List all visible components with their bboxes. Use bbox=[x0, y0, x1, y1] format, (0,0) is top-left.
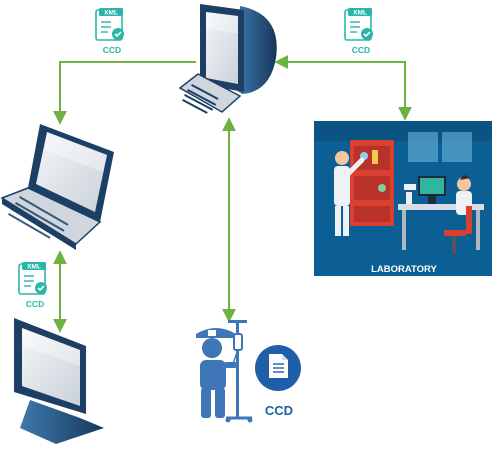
laboratory-scene: LABORATORY bbox=[314, 121, 492, 276]
xml-ccd-badge-right: XML CCD bbox=[344, 8, 373, 55]
laptop-icon bbox=[0, 124, 114, 250]
ccd-badge-label: CCD bbox=[103, 45, 121, 55]
connector-workstation-laptop bbox=[53, 61, 196, 125]
connector-workstation-laboratory bbox=[274, 55, 412, 121]
monitor-icon bbox=[14, 318, 104, 444]
xml-tag-label: XML bbox=[104, 10, 118, 17]
xml-tag-label: XML bbox=[27, 264, 41, 271]
xml-ccd-badge-left: XML CCD bbox=[95, 8, 124, 55]
laboratory-label: LABORATORY bbox=[371, 264, 437, 275]
xml-ccd-badge-lower: XML CCD bbox=[18, 262, 47, 309]
ccd-document-icon: CCD bbox=[255, 345, 301, 418]
patient-ccd-label: CCD bbox=[265, 403, 293, 418]
desktop-computer-icon bbox=[178, 4, 277, 114]
ccd-badge-label: CCD bbox=[352, 45, 370, 55]
ccd-badge-label: CCD bbox=[26, 299, 44, 309]
patient-iv-icon bbox=[196, 320, 253, 423]
connector-lines bbox=[53, 55, 412, 333]
xml-tag-label: XML bbox=[353, 10, 367, 17]
